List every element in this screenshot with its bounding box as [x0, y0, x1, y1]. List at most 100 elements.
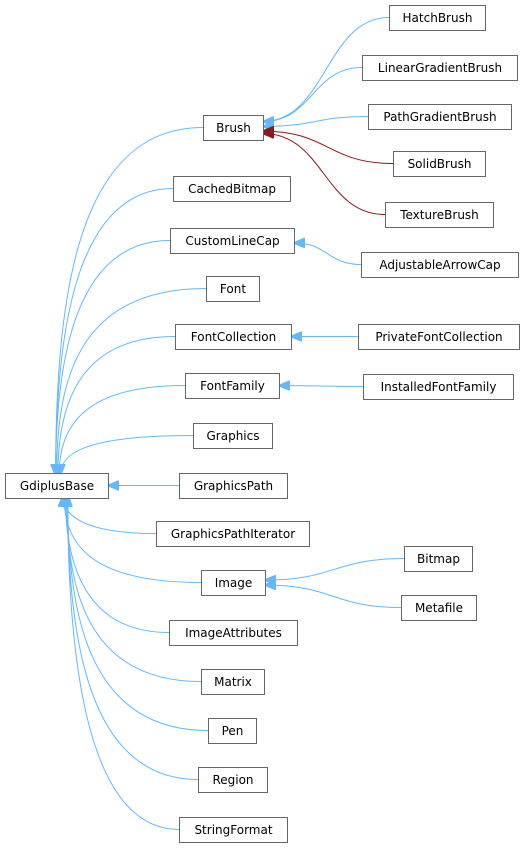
edge-AdjustableArrowCap-to-CustomLineCap — [294, 243, 362, 265]
node-box — [198, 767, 268, 793]
edge-InstalledFontFamily-to-FontFamily — [279, 386, 364, 387]
node-label: GdiplusBase — [20, 479, 94, 493]
node-label: CustomLineCap — [185, 234, 279, 248]
node-FontCollection[interactable]: FontCollection — [175, 324, 292, 350]
node-label: TextureBrush — [399, 208, 479, 222]
node-CustomLineCap[interactable]: CustomLineCap — [170, 228, 295, 254]
node-CachedBitmap[interactable]: CachedBitmap — [173, 176, 291, 202]
node-box — [385, 202, 494, 228]
node-Matrix[interactable]: Matrix — [201, 669, 265, 695]
node-box — [203, 115, 264, 141]
node-label: Brush — [216, 121, 251, 135]
edge-FontCollection-to-GdiplusBase — [58, 336, 176, 476]
node-box — [170, 228, 295, 254]
edge-LinearGradientBrush-to-Brush — [263, 67, 363, 122]
node-TextureBrush[interactable]: TextureBrush — [385, 202, 494, 228]
node-label: Bitmap — [417, 552, 460, 566]
node-box — [368, 104, 512, 130]
node-box — [193, 423, 273, 449]
node-box — [201, 570, 266, 596]
node-Graphics[interactable]: Graphics — [193, 423, 273, 449]
node-box — [358, 324, 520, 350]
node-box — [389, 5, 486, 31]
node-box — [5, 473, 109, 499]
node-box — [179, 473, 288, 499]
node-Pen[interactable]: Pen — [208, 718, 257, 744]
edge-FontFamily-to-GdiplusBase — [59, 385, 186, 476]
edge-Graphics-to-GdiplusBase — [60, 435, 194, 476]
node-label: Region — [212, 773, 253, 787]
node-label: Pen — [222, 724, 244, 738]
node-label: Metafile — [415, 601, 463, 615]
edge-SolidBrush-to-Brush — [263, 131, 394, 164]
node-box — [404, 546, 473, 572]
edge-Image-to-GdiplusBase — [64, 496, 202, 583]
node-HatchBrush[interactable]: HatchBrush — [389, 5, 486, 31]
node-label: FontCollection — [191, 330, 276, 344]
edge-PathGradientBrush-to-Brush — [263, 116, 369, 127]
edge-Font-to-GdiplusBase — [57, 288, 207, 476]
node-FontFamily[interactable]: FontFamily — [185, 373, 280, 399]
edge-Bitmap-to-Image — [265, 558, 405, 581]
node-label: Image — [215, 576, 253, 590]
edge-ImageAttributes-to-GdiplusBase — [65, 496, 170, 633]
edge-Brush-to-GdiplusBase — [56, 127, 204, 476]
node-StringFormat[interactable]: StringFormat — [179, 817, 288, 843]
node-label: SolidBrush — [408, 157, 472, 171]
edge-CachedBitmap-to-GdiplusBase — [56, 188, 174, 476]
node-ImageAttributes[interactable]: ImageAttributes — [169, 620, 298, 646]
node-label: HatchBrush — [403, 11, 473, 25]
node-label: LinearGradientBrush — [378, 61, 502, 75]
node-box — [393, 151, 486, 177]
node-Image[interactable]: Image — [201, 570, 266, 596]
nodes-layer: GdiplusBase Brush HatchBrushLinearGradient… — [5, 5, 520, 843]
node-label: ImageAttributes — [185, 626, 282, 640]
node-label: Matrix — [214, 675, 252, 689]
node-label: PrivateFontCollection — [375, 330, 502, 344]
node-label: PathGradientBrush — [383, 110, 496, 124]
node-Bitmap[interactable]: Bitmap — [404, 546, 473, 572]
node-Region[interactable]: Region — [198, 767, 268, 793]
node-box — [201, 669, 265, 695]
node-GraphicsPathIterator[interactable]: GraphicsPathIterator — [156, 521, 310, 547]
edge-TextureBrush-to-Brush — [263, 134, 386, 215]
node-box — [175, 324, 292, 350]
node-box — [206, 276, 260, 302]
node-GraphicsPath[interactable]: GraphicsPath — [179, 473, 288, 499]
node-box — [173, 176, 291, 202]
node-box — [401, 595, 477, 621]
node-box — [185, 373, 280, 399]
node-label: InstalledFontFamily — [381, 380, 497, 394]
node-Font[interactable]: Font — [206, 276, 260, 302]
node-InstalledFontFamily[interactable]: InstalledFontFamily — [363, 374, 514, 400]
node-label: GraphicsPath — [194, 479, 273, 493]
node-box — [179, 817, 288, 843]
node-LinearGradientBrush[interactable]: LinearGradientBrush — [362, 55, 518, 81]
edge-Metafile-to-Image — [265, 585, 402, 608]
node-AdjustableArrowCap[interactable]: AdjustableArrowCap — [361, 252, 519, 278]
node-box — [361, 252, 519, 278]
node-box — [156, 521, 310, 547]
node-label: StringFormat — [194, 823, 272, 837]
edges-layer — [56, 17, 405, 830]
node-box — [208, 718, 257, 744]
node-label: CachedBitmap — [188, 182, 276, 196]
node-box — [362, 55, 518, 81]
edge-CustomLineCap-to-GdiplusBase — [56, 240, 171, 476]
node-Brush[interactable]: Brush — [203, 115, 264, 141]
node-label: FontFamily — [200, 379, 265, 393]
edge-GraphicsPathIterator-to-GdiplusBase — [63, 496, 157, 534]
node-label: Font — [220, 282, 246, 296]
node-label: Graphics — [207, 429, 260, 443]
node-PrivateFontCollection[interactable]: PrivateFontCollection — [358, 324, 520, 350]
node-GdiplusBase[interactable]: GdiplusBase — [5, 473, 109, 499]
node-box — [169, 620, 298, 646]
node-label: AdjustableArrowCap — [379, 258, 500, 272]
node-Metafile[interactable]: Metafile — [401, 595, 477, 621]
node-SolidBrush[interactable]: SolidBrush — [393, 151, 486, 177]
edge-StringFormat-to-GdiplusBase — [68, 496, 180, 830]
node-PathGradientBrush[interactable]: PathGradientBrush — [368, 104, 512, 130]
node-label: GraphicsPathIterator — [171, 527, 295, 541]
node-box — [363, 374, 514, 400]
